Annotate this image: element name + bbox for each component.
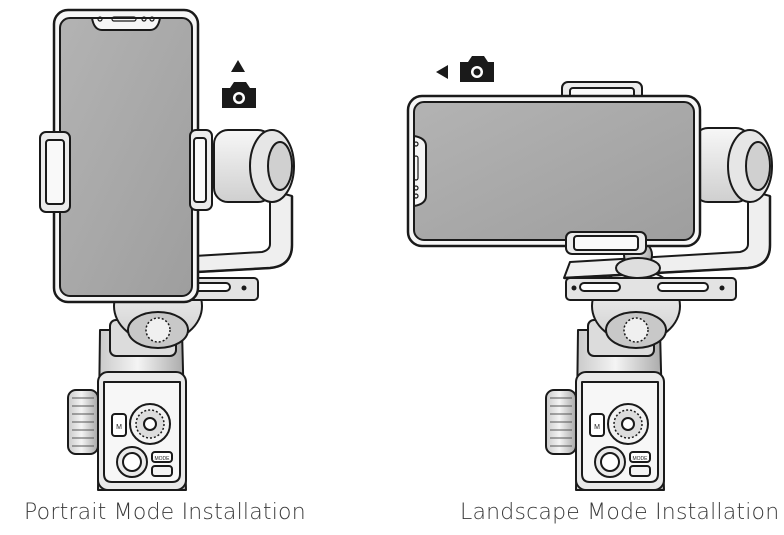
- m-button-label: M: [116, 424, 122, 431]
- landscape-illustration: [406, 56, 773, 491]
- mode-button: [629, 451, 651, 463]
- tilt-motor: [693, 127, 773, 203]
- arrow-left-icon: [436, 65, 448, 79]
- mode-button-label: MODE: [633, 456, 649, 462]
- portrait-illustration: [39, 8, 295, 491]
- phone-clamp: [565, 231, 647, 255]
- tilt-motor: [213, 129, 295, 203]
- m-button: [111, 413, 127, 437]
- phone-portrait: [52, 8, 200, 304]
- mode-button-label: MODE: [155, 456, 171, 462]
- gimbal-handle: [545, 329, 665, 491]
- phone-clamp: [39, 129, 213, 213]
- gimbal-handle: [67, 329, 187, 491]
- m-button-label: M: [594, 424, 600, 431]
- landscape-caption: Landscape Mode Installation: [460, 500, 780, 525]
- portrait-caption: Portrait Mode Installation: [24, 500, 306, 525]
- camera-icon: [460, 56, 494, 82]
- mode-button: [151, 451, 173, 463]
- m-button: [589, 413, 605, 437]
- camera-icon: [222, 82, 256, 108]
- arrow-up-icon: [231, 60, 245, 72]
- phone-landscape: [406, 94, 702, 248]
